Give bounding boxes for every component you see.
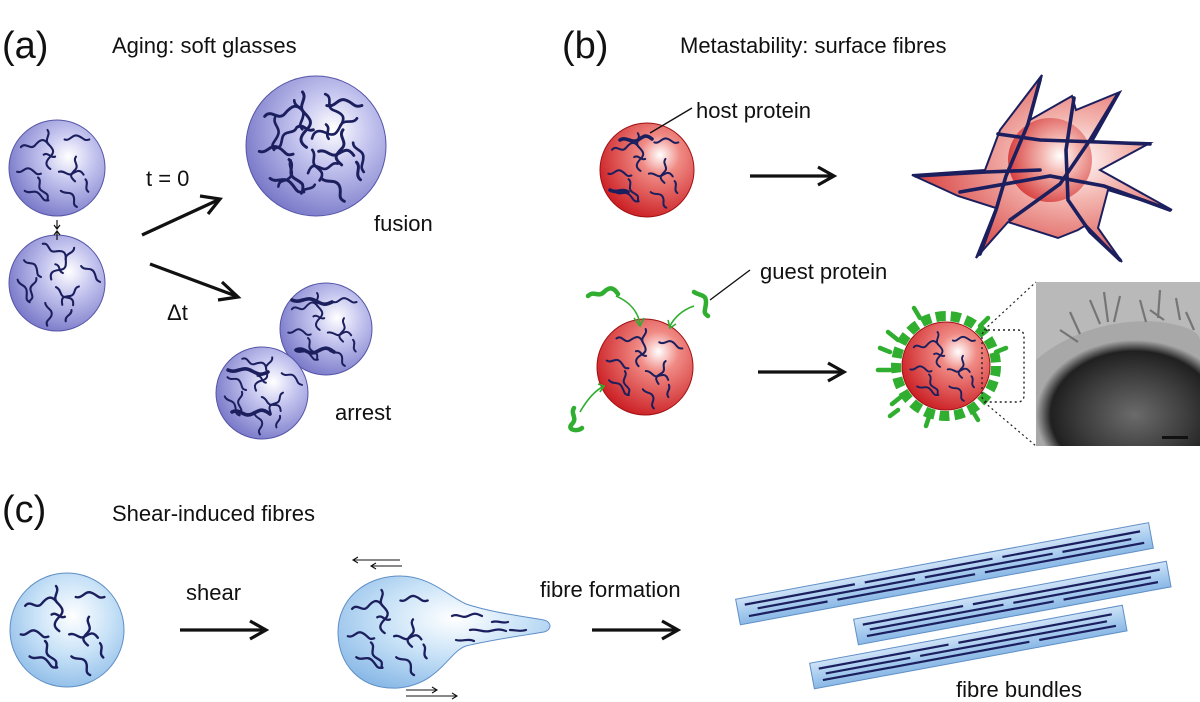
arrow-shear [180,619,270,641]
blue-droplet [9,572,125,688]
approach-arrows [53,220,61,240]
arrested-droplet-left [209,341,309,442]
arrow-to-fusion [141,194,223,237]
elongated-droplet [337,575,551,689]
panel-b-title: Metastability: surface fibres [680,33,947,58]
t0-label: t = 0 [146,166,189,191]
zoom-indicator [981,281,1037,447]
guest-pointer-line [709,269,751,301]
host-droplet [599,122,695,218]
arrested-droplet-right [279,282,373,376]
fibre-bundle [735,522,1154,626]
arrest-label: arrest [335,400,391,425]
guest-protein-chains [568,286,711,433]
host-protein-label: host protein [696,98,811,123]
panel-a-title: Aging: soft glasses [112,33,297,58]
droplet-small-top [8,119,106,217]
arrow-guest-to-coated [758,361,848,383]
fibre-bundles [735,522,1172,690]
fused-droplet [245,75,387,217]
coated-droplet [875,305,1009,429]
fusion-label: fusion [374,211,433,236]
panel-c-title: Shear-induced fibres [112,501,315,526]
shear-flow-arrows-top [351,556,402,570]
panel-a-label: (a) [2,25,48,67]
arrow-to-arrest [149,262,242,302]
fibre-bundles-label: fibre bundles [956,677,1082,702]
arrow-host-to-star [750,165,838,187]
fibre-star-droplet [911,74,1173,263]
droplet-small-bottom [0,227,108,335]
host-pointer-line [649,107,693,134]
shear-flow-arrows-bottom [406,686,459,700]
panel-c-label: (c) [2,489,46,531]
guest-protein-label: guest protein [760,259,887,284]
dt-label: Δt [167,300,188,325]
shear-label: shear [186,580,241,605]
panel-b-label: (b) [562,25,608,67]
fibre-bundle [809,604,1128,690]
fibre-bundle [853,560,1172,646]
arrow-fibre-formation [592,619,682,641]
micrograph-inset [1036,282,1200,446]
guest-droplet [596,318,694,416]
fibre-formation-label: fibre formation [540,577,681,602]
